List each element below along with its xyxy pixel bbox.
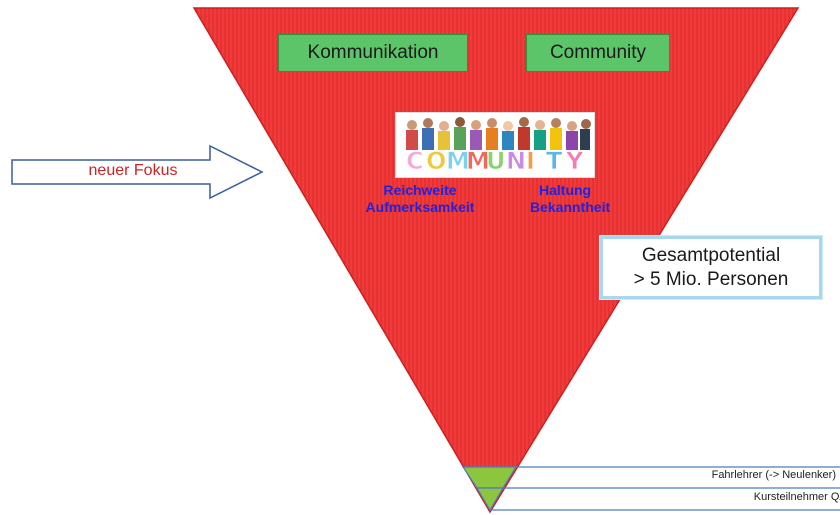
funnel-tip-upper bbox=[461, 466, 518, 489]
focus-arrow bbox=[11, 144, 264, 200]
community-letter: Y bbox=[565, 147, 584, 175]
crowd-silhouettes bbox=[406, 117, 591, 150]
neuer-fokus-label: neuer Fokus bbox=[18, 155, 248, 187]
gesamtpotential-line1: Gesamtpotential bbox=[641, 245, 781, 266]
neuer-fokus-text: neuer Fokus bbox=[88, 162, 178, 179]
strip-label-kursteilnehmer: Kursteilnehmer QAED bbox=[754, 491, 840, 503]
community-letter: U bbox=[486, 147, 506, 175]
gesamtpotential-box: Gesamtpotential > 5 Mio. Personen bbox=[600, 236, 822, 299]
community-letter: T bbox=[546, 147, 563, 175]
kommunikation-label: Kommunikation bbox=[307, 42, 439, 63]
community-letter: N bbox=[506, 147, 526, 175]
fahrlehrer-text: Fahrlehrer (-> Neulenker) bbox=[711, 469, 836, 481]
aufmerksamkeit-label: Aufmerksamkeit bbox=[365, 199, 475, 215]
bekanntheit-label: Bekanntheit bbox=[530, 199, 611, 215]
community-box: Community bbox=[526, 34, 670, 72]
community-letter: C bbox=[406, 147, 424, 175]
community-letter: M bbox=[466, 147, 490, 175]
gesamtpotential-line2: > 5 Mio. Personen bbox=[633, 269, 789, 290]
community-letter: O bbox=[426, 147, 446, 175]
right-labels: Haltung Bekanntheit bbox=[530, 182, 650, 216]
funnel-tip-lower bbox=[475, 487, 505, 512]
community-letter: I bbox=[526, 147, 535, 175]
haltung-label: Haltung bbox=[539, 182, 592, 198]
left-labels: Reichweite Aufmerksamkeit bbox=[340, 182, 500, 216]
community-letter: M bbox=[446, 147, 470, 175]
community-label: Community bbox=[549, 42, 647, 63]
reichweite-label: Reichweite bbox=[383, 182, 457, 198]
kursteilnehmer-text: Kursteilnehmer QAED bbox=[753, 491, 840, 503]
strip-label-fahrlehrer: Fahrlehrer (-> Neulenker) bbox=[712, 469, 836, 481]
kommunikation-box: Kommunikation bbox=[278, 34, 468, 72]
